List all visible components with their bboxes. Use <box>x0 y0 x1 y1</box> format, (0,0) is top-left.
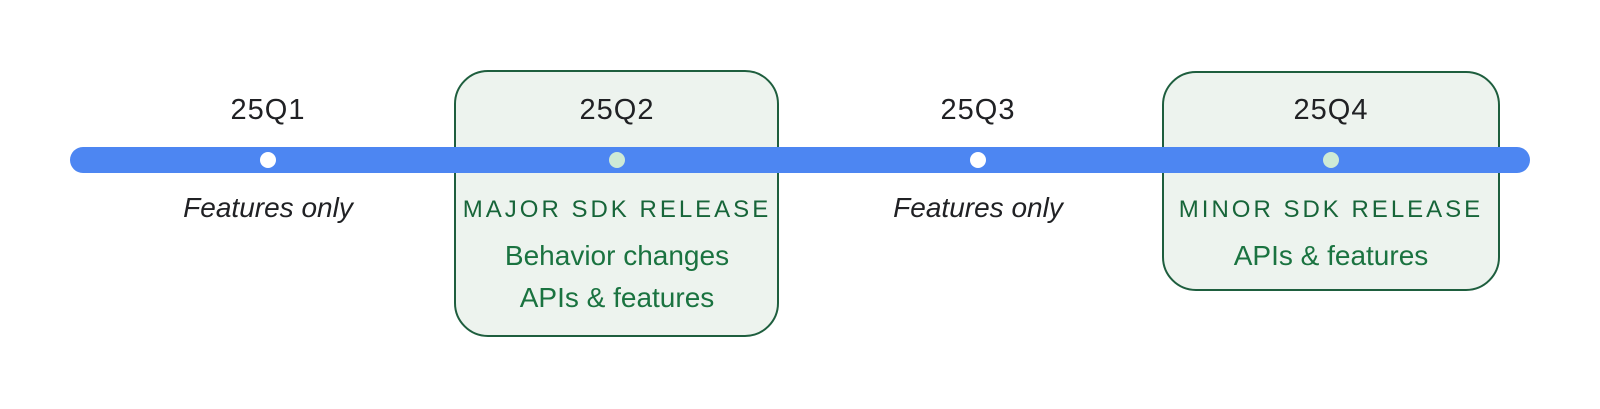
quarter-label-25q2: 25Q2 <box>579 94 655 126</box>
quarter-label-25q4: 25Q4 <box>1293 94 1369 126</box>
timeline-dot-25q2 <box>609 152 625 168</box>
quarter-label-25q3: 25Q3 <box>940 94 1016 126</box>
timeline-dot-25q4 <box>1323 152 1339 168</box>
minor-sdk-release-line-apis-features: APIs & features <box>1233 240 1429 271</box>
release-box-25q2 <box>454 70 779 337</box>
major-sdk-release-line-behavior-changes: Behavior changes <box>504 240 730 271</box>
features-only-label-25q1: Features only <box>183 192 353 223</box>
quarter-label-25q1: 25Q1 <box>230 94 306 126</box>
timeline-dot-25q3 <box>970 152 986 168</box>
timeline-bar <box>70 147 1530 173</box>
features-only-label-25q3: Features only <box>893 192 1063 223</box>
release-box-25q4 <box>1162 71 1500 291</box>
minor-sdk-release-heading: MINOR SDK RELEASE <box>1178 196 1484 223</box>
major-sdk-release-heading: MAJOR SDK RELEASE <box>462 196 772 223</box>
timeline-dot-25q1 <box>260 152 276 168</box>
major-sdk-release-line-apis-features: APIs & features <box>519 282 715 313</box>
